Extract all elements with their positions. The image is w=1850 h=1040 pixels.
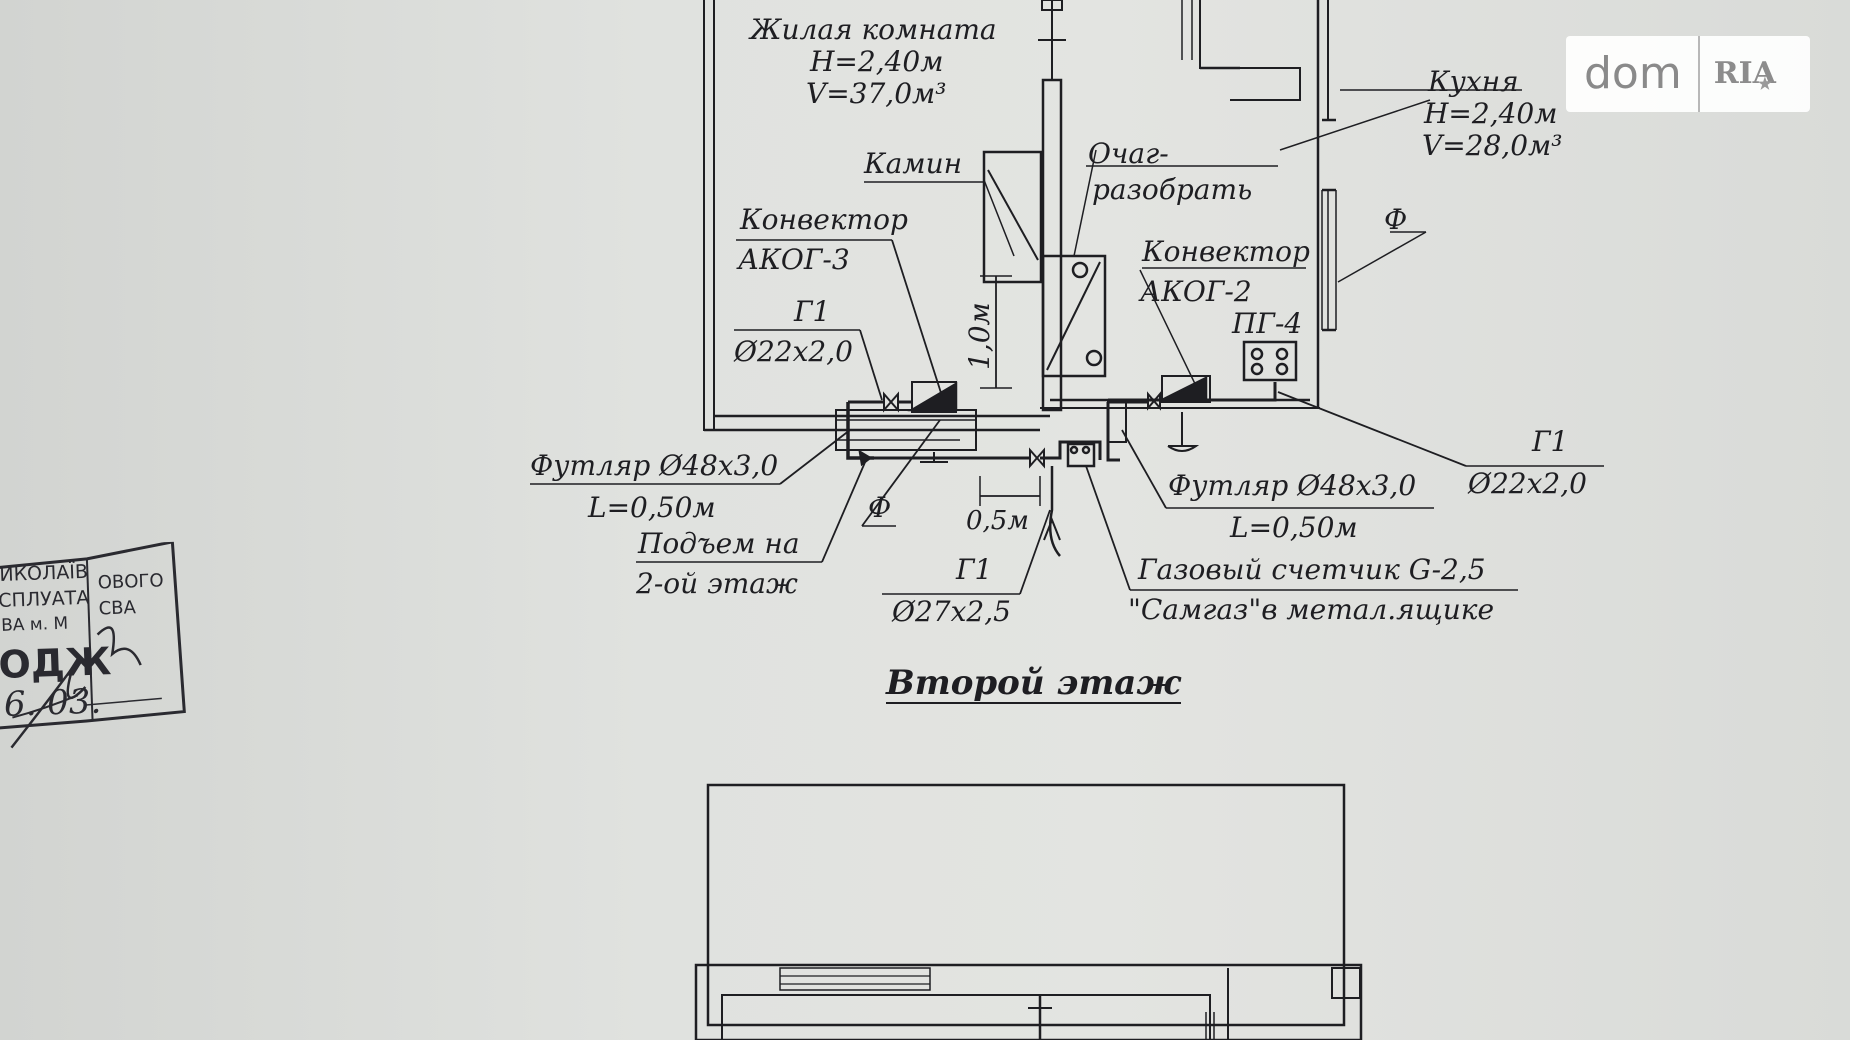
living-room-volume: V=37,0м³	[806, 77, 947, 110]
floor-heading: Второй этаж	[886, 663, 1181, 704]
dim-horizontal-label: 0,5м	[966, 506, 1029, 536]
phi-right-label: Ф	[1384, 203, 1408, 236]
convector-left-model: АКОГ-3	[738, 243, 850, 276]
dim-vertical-label: 1,0м	[963, 302, 996, 370]
length-left-label: L=0,50м	[588, 491, 716, 524]
stamp-line4: ОДЖ	[0, 639, 112, 688]
stamp-line2b: СВА	[98, 597, 137, 620]
convector-left-label: Конвектор	[740, 203, 908, 236]
convector-right-label: Конвектор	[1142, 235, 1310, 268]
convector-right-model: АКОГ-2	[1140, 275, 1252, 308]
stamp-line1b: ОВОГО	[97, 570, 164, 594]
pipe-bottom-label: Ø27x2,5	[892, 595, 1011, 628]
watermark-dom-text: dom	[1566, 36, 1700, 112]
sleeve-right-label: Футляр Ø48x3,0	[1168, 469, 1417, 502]
living-room-label: Жилая комната	[750, 13, 997, 46]
fireplace-box	[982, 150, 1043, 284]
official-stamp: ИКОЛАЇВ ОВОГО СПЛУАТА СВА ВА м. М ОДЖ 6.…	[0, 540, 194, 753]
kitchen-volume: V=28,0м³	[1422, 129, 1563, 162]
length-right-label: L=0,50м	[1230, 511, 1358, 544]
phi-left-label: Ф	[868, 491, 892, 524]
kitchen-height: H=2,40м	[1424, 97, 1558, 130]
living-room-height: H=2,40м	[810, 45, 944, 78]
convector-akog2	[1161, 375, 1211, 403]
riser-label-line2: 2-ой этаж	[636, 567, 798, 600]
stamp-frame	[0, 540, 186, 749]
stove-box	[1242, 340, 1298, 382]
stove-label: ПГ-4	[1232, 307, 1303, 340]
g1-bottom-label: Г1	[956, 553, 993, 586]
g1-left-label: Г1	[794, 295, 831, 328]
stamp-line2: СПЛУАТА	[0, 586, 90, 612]
riser-label-line1: Подъем на	[638, 527, 800, 560]
domria-watermark: dom ★ RIA	[1566, 36, 1810, 112]
living-room-walls	[703, 0, 715, 431]
star-icon: ★	[1757, 74, 1773, 93]
pipe-left-label: Ø22x2,0	[734, 335, 853, 368]
watermark-ria-text: ★ RIA	[1700, 36, 1776, 112]
pipe-right-label: Ø22x2,0	[1468, 467, 1587, 500]
stamp-line3: ВА м. М	[0, 613, 69, 636]
g1-right-label: Г1	[1532, 425, 1569, 458]
sleeve-left-label: Футляр Ø48x3,0	[530, 449, 779, 482]
gas-meter-label-line1: Газовый счетчик G-2,5	[1138, 553, 1486, 586]
lower-floor-outline	[706, 783, 1346, 1027]
hearth-label-line1: Очаг-	[1088, 137, 1169, 170]
gas-meter	[1066, 442, 1096, 468]
gas-meter-label-line2: "Самгаз"в метал.ящике	[1128, 593, 1495, 626]
stamp-date: 6. 03.	[3, 681, 102, 725]
hearth-label-line2: разобрать	[1092, 173, 1253, 206]
kitchen-label: Кухня	[1428, 65, 1519, 98]
fireplace-label: Камин	[864, 147, 963, 180]
stamp-line1: ИКОЛАЇВ	[0, 560, 89, 586]
